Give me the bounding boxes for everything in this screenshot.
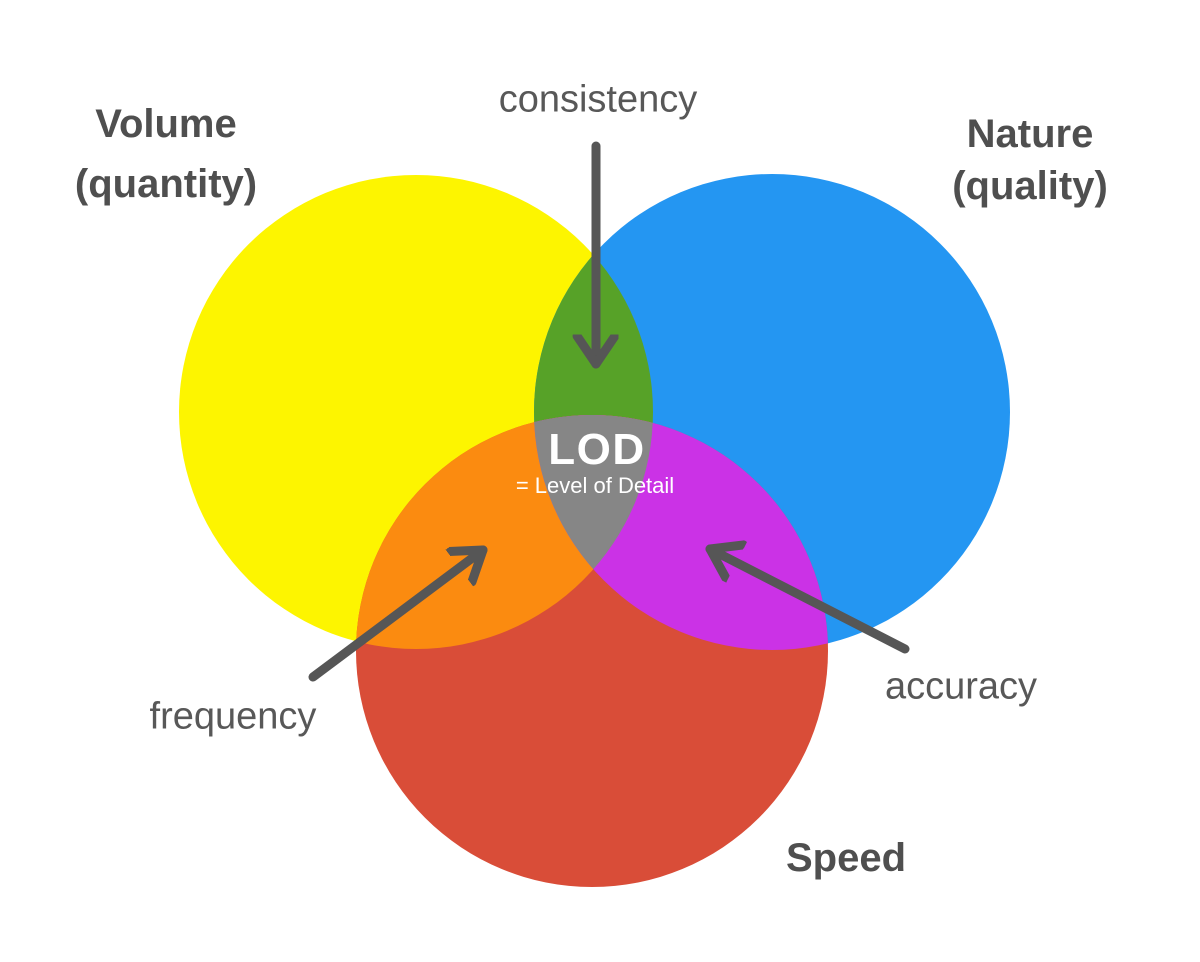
consistency-label: consistency xyxy=(498,78,698,121)
volume-label-line2: (quantity) xyxy=(74,162,258,206)
nature-label-line1: Nature xyxy=(966,112,1094,156)
frequency-arrow xyxy=(308,550,483,682)
nature-label: Nature (quality) xyxy=(952,108,1108,212)
lod-title: LOD xyxy=(548,425,646,474)
nature-label-line2: (quality) xyxy=(952,164,1108,208)
speed-label: Speed xyxy=(785,836,907,880)
accuracy-arrow xyxy=(710,549,910,654)
frequency-label: frequency xyxy=(149,695,317,738)
accuracy-label: accuracy xyxy=(884,665,1038,708)
accuracy-overlap xyxy=(534,415,828,650)
lod-subtitle: = Level of Detail xyxy=(515,473,675,498)
volume-label-line1: Volume xyxy=(95,102,237,146)
volume-label: Volume (quantity) xyxy=(75,94,257,214)
frequency-overlap xyxy=(356,415,653,649)
